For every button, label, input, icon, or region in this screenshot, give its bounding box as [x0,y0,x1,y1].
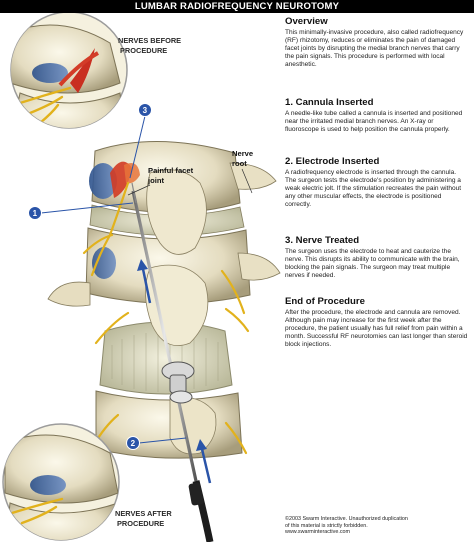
section-body: After the procedure, the electrode and c… [285,309,468,349]
section-title: Overview [285,16,328,27]
caption-after-line2: PROCEDURE [117,519,164,528]
caption-before-line2: PROCEDURE [120,46,167,55]
section-electrode-inserted: 2. Electrode Inserted A radiofrequency e… [285,156,469,209]
inset-after: NERVES AFTER PROCEDURE [2,423,172,541]
caption-before-line1: NERVES BEFORE [118,36,181,45]
callout-3-number: 3 [143,106,148,115]
callout-2: 2 [126,436,187,450]
callout-1-number: 1 [33,209,38,218]
label-facet-line1: Painful facet [148,166,194,175]
cannula-and-electrode [131,182,214,542]
caption-after-line1: NERVES AFTER [115,509,172,518]
section-title: End of Procedure [285,296,365,307]
section-title: 1. Cannula Inserted [285,97,374,108]
label-nerve-line2: root [232,159,247,168]
label-facet-line2: joint [147,176,164,185]
section-body: The surgeon uses the electrode to heat a… [285,248,460,280]
section-body: A radiofrequency electrode is inserted t… [285,169,462,209]
callout-3: 3 [129,103,152,179]
page-title: LUMBAR RADIOFREQUENCY NEUROTOMY [0,0,474,13]
section-nerve-treated: 3. Nerve Treated The surgeon uses the el… [285,235,469,280]
label-nerve-line1: Nerve [232,149,253,158]
callout-2-number: 2 [131,439,136,448]
spine-illustration: NERVES BEFORE PROCEDURE NERVES AFTER PRO… [2,13,281,542]
section-body: This minimally-invasive procedure, also … [285,29,464,69]
section-body: A needle-like tube called a cannula is i… [285,110,463,134]
section-end-of-procedure: End of Procedure After the procedure, th… [285,296,469,349]
inset-before: NERVES BEFORE PROCEDURE [10,13,181,129]
copyright-line: of this material is strictly forbidden. [285,522,368,529]
section-title: 3. Nerve Treated [285,235,360,246]
copyright-notice: ©2003 Swarm Interactive. Unauthorized du… [285,516,471,536]
section-cannula-inserted: 1. Cannula Inserted A needle-like tube c… [285,97,469,134]
copyright-line: ©2003 Swarm Interactive. Unauthorized du… [285,516,408,522]
callout-1: 1 [28,202,134,220]
lumbar-spine [47,140,281,459]
text-panel: Overview This minimally-invasive procedu… [285,16,469,516]
section-overview: Overview This minimally-invasive procedu… [285,16,469,69]
copyright-url: www.swarminteractive.com [285,529,351,536]
section-title: 2. Electrode Inserted [285,156,380,167]
